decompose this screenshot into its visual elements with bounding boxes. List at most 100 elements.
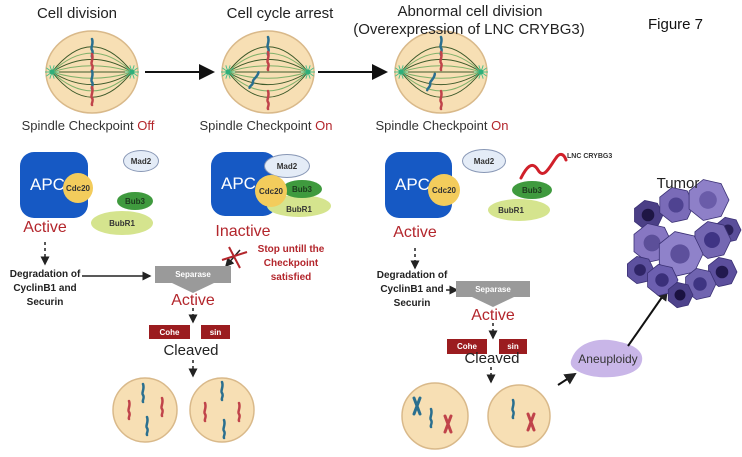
chromosome-icon [443,414,453,434]
bub3-protein-3: Bub3 [512,181,552,199]
chromatid [511,398,515,420]
lnc-crybg3-label: LNC CRYBG3 [567,153,613,160]
mad2-label: Mad2 [276,161,298,171]
cohesin-fragment-right-1: sin [201,325,230,339]
chromatid [220,380,224,402]
mad2-label: Mad2 [473,156,495,166]
chromosome-icon [141,382,145,404]
stage-title-abnormal-division: Abnormal cell division [397,3,543,20]
cdc20-label: Cdc20 [258,186,283,196]
spindle-fibre [227,71,309,86]
cohesin-label: Cohe [159,327,180,337]
separase-box-1: Separase [155,266,231,283]
separase-label: Separase [175,270,211,279]
apc-state-active-3: Active [393,224,437,241]
separase-label: Separase [475,284,511,294]
stop-note-line: Stop untill the [257,244,325,255]
blocked-arrow-icon [221,246,248,269]
cohesin-label: sin [209,327,222,337]
cohesin-state-cleaved-3: Cleaved [464,350,520,367]
daughter-cell [487,384,551,448]
separase-state-active-1: Active [171,292,215,309]
chromatid [439,50,443,72]
tumor-cell-nucleus [643,234,661,252]
degradation-line: Degradation of [376,270,448,281]
chromatid [425,72,437,92]
chromosome-icon [145,415,149,437]
chromatid [248,70,260,90]
tumor-cell-nucleus [704,232,720,248]
tumor-cell-nucleus [693,277,707,291]
mad2-protein-3: Mad2 [462,149,506,173]
spindle-checkpoint-label-1: Spindle Checkpoint Off [22,118,155,133]
cohesin-fragment-left-1: Cohe [149,325,190,339]
chromosome-icon [160,396,164,418]
degradation-text-3: Degradation of CyclinB1 and Securin [377,269,448,311]
bub3-protein-2: Bub3 [282,180,322,198]
tumor-cell-nucleus [641,208,655,222]
chromosome-icon [248,70,260,90]
spindle-fibre [400,71,482,86]
mitotic-cell-arrest [221,30,315,114]
spindle-checkpoint-state: On [491,118,509,133]
daughter-cells-aneuploid [401,382,551,450]
tumor-cell-nucleus [655,273,669,287]
chromatid [429,407,433,429]
apc-label: APC [395,175,430,194]
mitotic-cell-normal [45,30,139,114]
chromosome-icon [127,399,131,421]
spindle-checkpoint-state: Off [137,118,155,133]
centrosome [398,69,404,75]
daughter-cell [189,377,255,443]
cohesin-fragment-left-3: Cohe [447,339,487,354]
degradation-line: CyclinB1 and [13,283,77,294]
chromosome-icon [266,89,270,111]
tumor-cell-nucleus [670,244,690,264]
stop-until-checkpoint-note: Stop untill the Checkpoint satisfied [258,243,325,285]
apc-state-active-1: Active [23,219,67,236]
bub3-protein-1: Bub3 [117,192,153,210]
mad2-label: Mad2 [130,156,152,166]
bub3-label: Bub3 [125,196,145,206]
chromosome-icon [425,72,437,92]
apc-label: APC [221,174,256,193]
chromosome-icon [511,398,515,420]
apc-label: APC [30,175,65,194]
daughter-cell [112,377,178,443]
chromosome-icon [412,396,422,416]
chromatid [90,52,94,74]
chromosome-icon [237,401,241,423]
daughter-cells-normal [112,377,255,443]
chromosome-icon [220,380,224,402]
cohesin-state-cleaved-1: Cleaved [163,342,219,359]
bubr1-label: BubR1 [498,205,524,215]
chromosome-icon [429,407,433,429]
figure-label: Figure 7 [648,16,704,33]
spindle-checkpoint-text: Spindle Checkpoint [199,118,312,133]
chromatid [526,412,536,432]
degradation-line: Securin [393,298,431,309]
centrosome [225,69,231,75]
chromatid [266,89,270,111]
degradation-line: CyclinB1 and [380,284,444,295]
aneuploidy-label: Aneuploidy [578,352,638,366]
chromatid [222,418,226,440]
tumor-label: Tumor [656,175,700,192]
separase-point-3 [472,297,514,307]
chromosome-icon [266,50,270,72]
cdc20-label: Cdc20 [431,185,456,195]
bub3-label: Bub3 [522,185,542,195]
stop-note-line: Checkpoint [263,258,319,269]
chromosome-icon [526,412,536,432]
chromatid [412,396,422,416]
spindle-checkpoint-text: Spindle Checkpoint [375,118,488,133]
degradation-line: Degradation of [9,269,81,280]
chromosome-icon [439,50,443,72]
degradation-line: Securin [26,297,64,308]
degradation-text-1: Degradation of CyclinB1 and Securin [10,268,81,310]
mitotic-cell-abnormal [394,30,488,114]
stage-subtitle-overexpression: (Overexpression of LNC CRYBG3) [353,21,585,38]
apc-state-inactive-2: Inactive [215,223,271,240]
mad2-protein-1: Mad2 [123,150,159,172]
bub3-label: Bub3 [292,184,312,194]
